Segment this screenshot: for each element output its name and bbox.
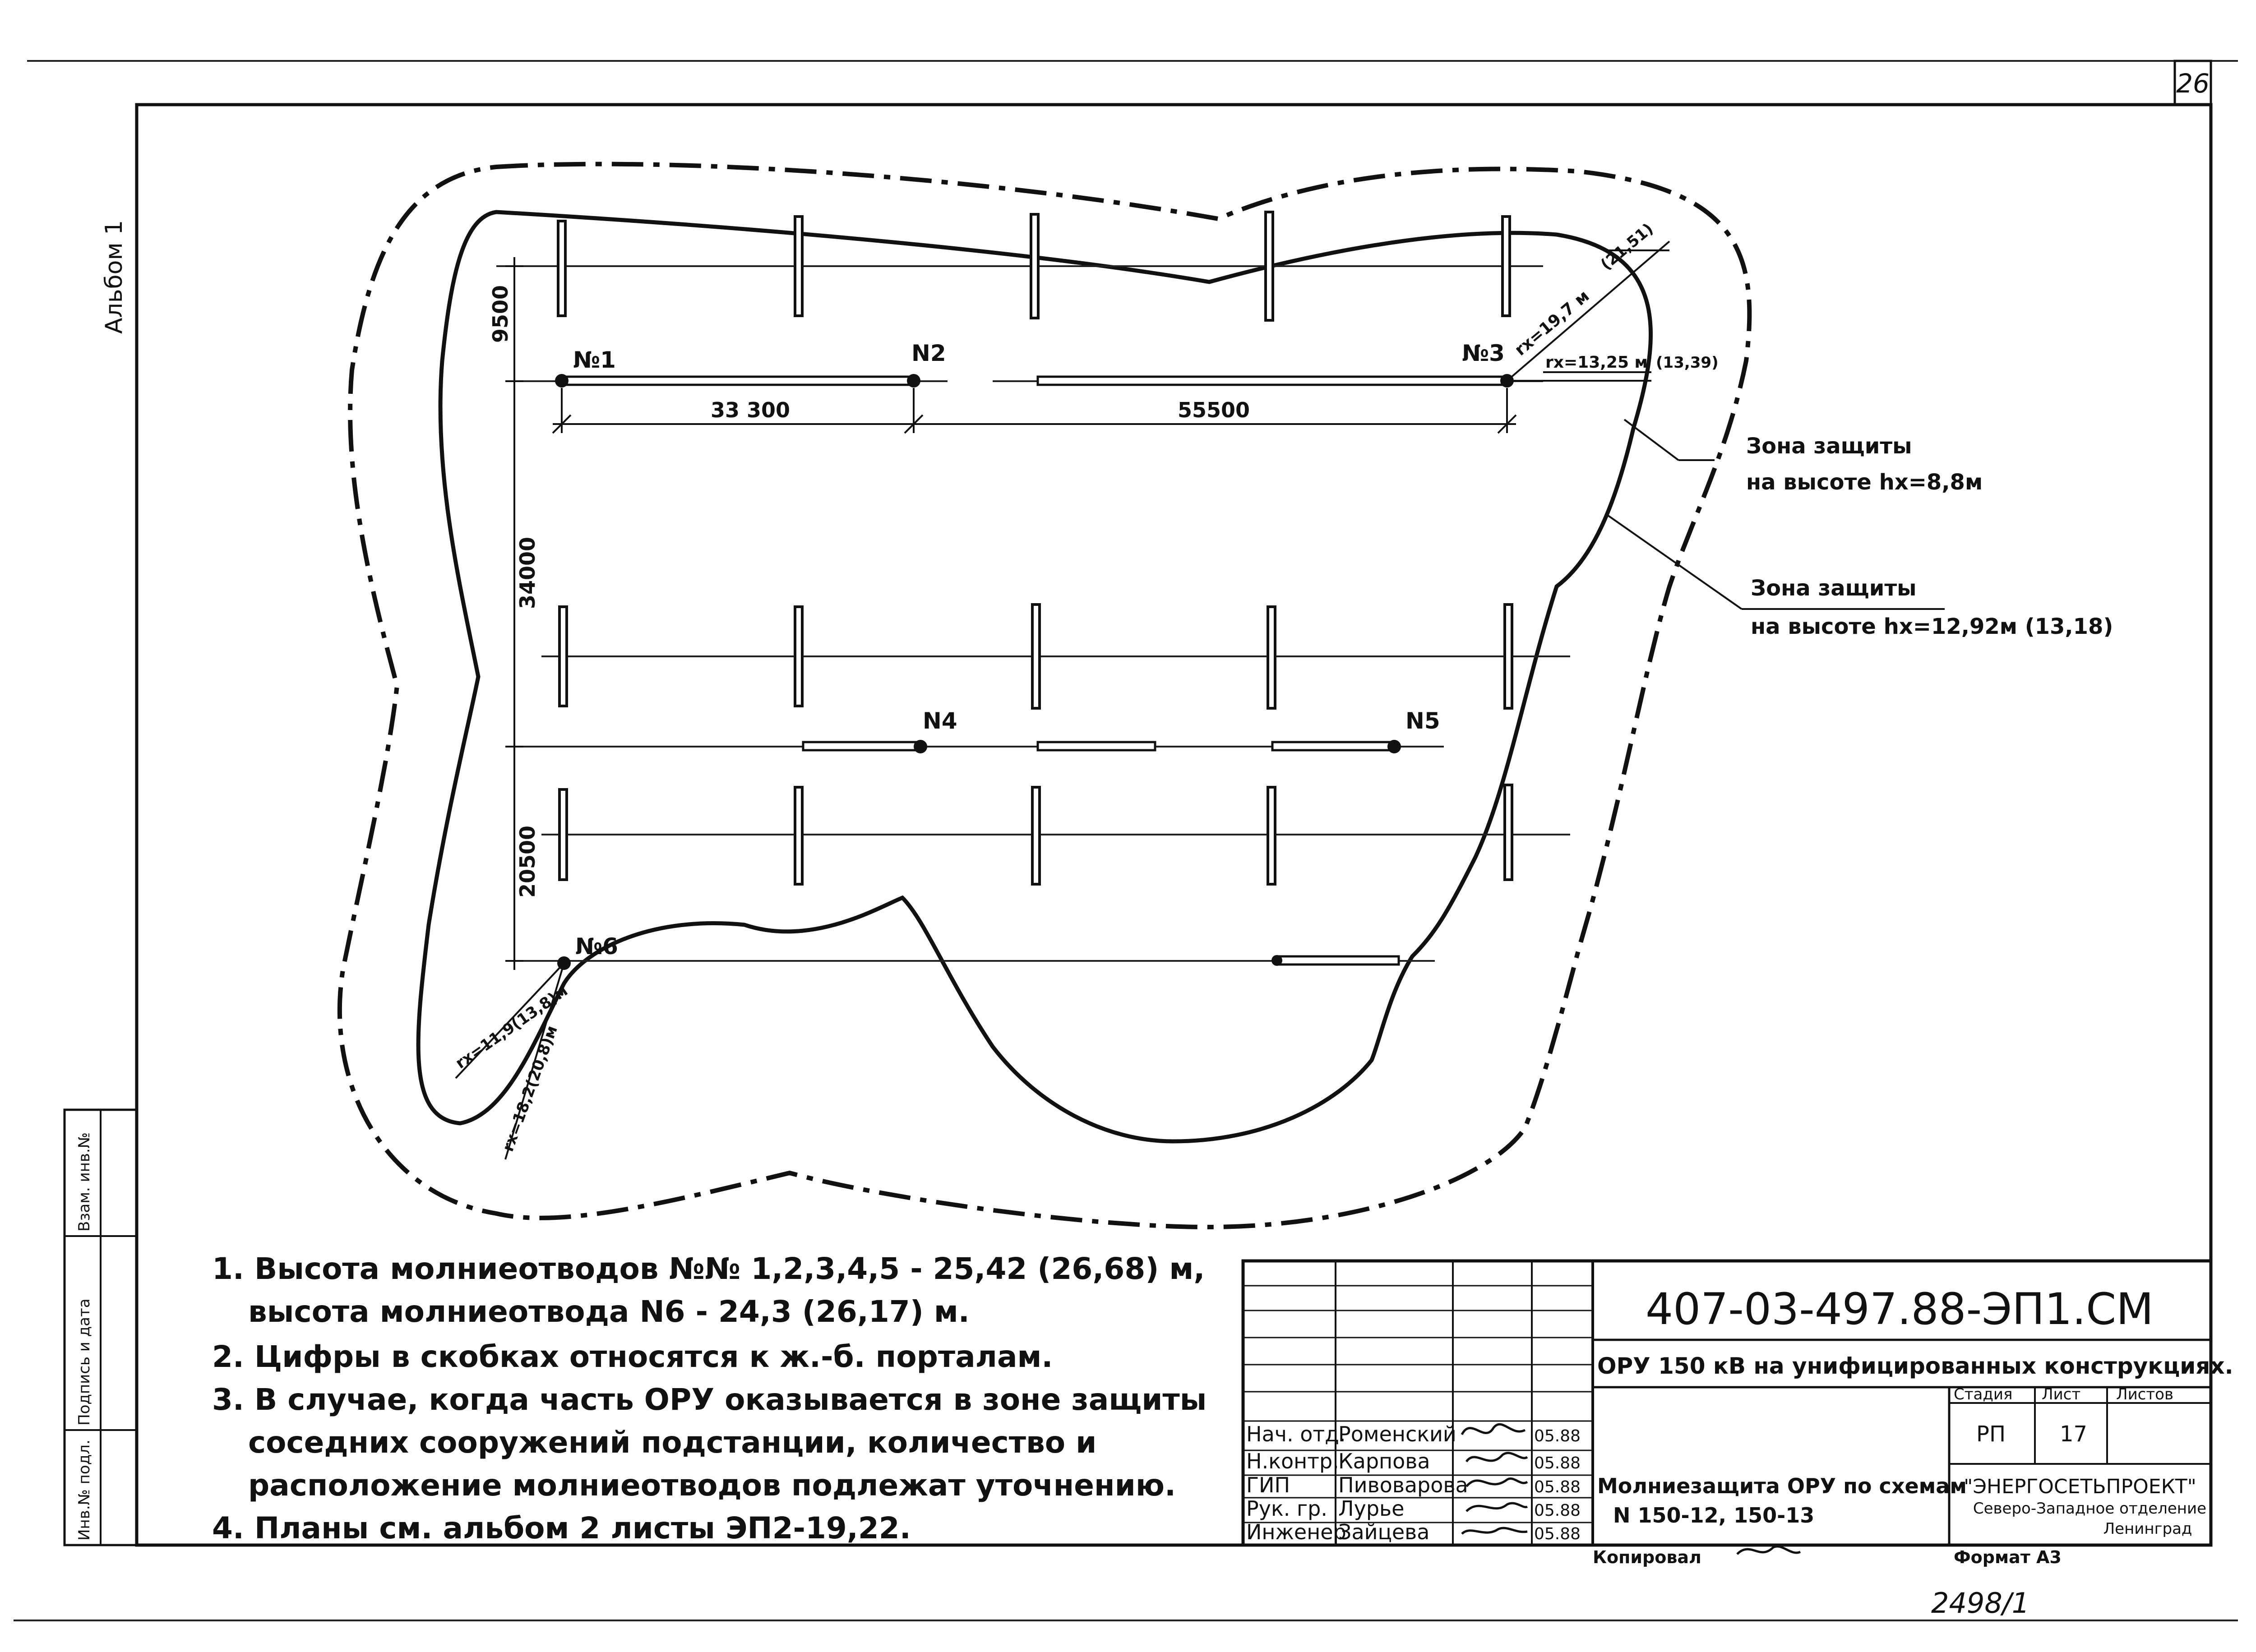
dim-34000: 34000 <box>515 537 540 609</box>
radius-leaders-3 <box>1506 240 1670 382</box>
drawing-title-1: Молниезащита ОРУ по схемам <box>1597 1474 1967 1498</box>
staff-name: Зайцева <box>1338 1520 1430 1544</box>
note-3c: расположение молниеотводов подлежат уточ… <box>248 1468 1176 1503</box>
sheet-header: Лист <box>2042 1385 2080 1403</box>
arrester-4-label: N4 <box>923 708 957 734</box>
dimension-lines <box>505 257 1517 970</box>
arrester-2 <box>907 374 920 388</box>
zone2-height: на высоте hx=12,92м (13,18) <box>1751 614 2113 639</box>
staff-date: 05.88 <box>1534 1525 1581 1543</box>
zone1-title: Зона защиты <box>1746 434 1912 459</box>
arrester-1 <box>555 374 569 388</box>
sheets-header: Листов <box>2116 1385 2173 1403</box>
staff-date: 05.88 <box>1534 1478 1581 1496</box>
zone2-title: Зона защиты <box>1751 576 1917 601</box>
drawing-frame <box>135 103 2213 1547</box>
sheet-value: 17 <box>2060 1421 2087 1447</box>
staff-role: ГИП <box>1246 1473 1290 1497</box>
note-3b: соседних сооружений подстанции, количест… <box>248 1425 1096 1460</box>
radius-rx2-bracket: (13,39) <box>1656 354 1719 372</box>
arrester-4 <box>914 740 927 753</box>
drawing-title-2: N 150-12, 150-13 <box>1613 1503 1814 1527</box>
stamp-replace-label: Взам. инв.№ <box>75 1132 93 1232</box>
stage-value: РП <box>1976 1421 2006 1447</box>
dim-9500: 9500 <box>488 285 513 343</box>
staff-role: Н.контр. <box>1246 1449 1339 1473</box>
side-stamp: Инв.№ подл. Подпись и дата Взам. инв.№ <box>63 1108 138 1546</box>
archive-number: 2498/1 <box>1931 1587 2029 1620</box>
note-4: 4. Планы см. альбом 2 листы ЭП2-19,22. <box>212 1511 911 1546</box>
staff-name: Лурье <box>1338 1496 1404 1521</box>
org-branch: Северо-Западное отделение <box>1973 1500 2206 1518</box>
staff-role: Инженер <box>1246 1520 1346 1544</box>
arrester-5-label: N5 <box>1405 708 1440 734</box>
stamp-inv-label: Инв.№ подл. <box>75 1440 93 1541</box>
sheet-number-box <box>2173 60 2212 106</box>
copied-label: Копировал <box>1593 1547 1701 1567</box>
notes: 1. Высота молниеотводов №№ 1,2,3,4,5 - 2… <box>212 1251 1207 1546</box>
radius-rx1: rx=19,7 м <box>1511 287 1593 360</box>
arrester-5 <box>1387 740 1401 753</box>
object-title: ОРУ 150 кВ на унифицированных конструкци… <box>1597 1353 2233 1379</box>
title-block <box>1241 1259 2213 1547</box>
staff-name: Карпова <box>1338 1449 1430 1473</box>
signatures <box>1461 1423 1801 1555</box>
zone1-height: на высоте hx=8,8м <box>1746 470 1983 495</box>
staff-table: Нач. отд. Роменский 05.88 Н.контр. Карпо… <box>1246 1422 1581 1544</box>
zone2-leader <box>1605 513 1743 610</box>
note-1: 1. Высота молниеотводов №№ 1,2,3,4,5 - 2… <box>212 1251 1205 1286</box>
portal-columns <box>557 211 1513 886</box>
arrester-6-label: №6 <box>575 933 618 960</box>
stamp-sign-label: Подпись и дата <box>75 1298 93 1426</box>
arrester-1-label: №1 <box>573 347 616 373</box>
radius-leaders-6 <box>455 962 565 1160</box>
staff-role: Нач. отд. <box>1246 1422 1346 1446</box>
org-city: Ленинград <box>2103 1520 2192 1538</box>
format-label: Формат А3 <box>1954 1547 2062 1567</box>
staff-name: Роменский <box>1338 1422 1456 1446</box>
arrester-3-label: №3 <box>1462 340 1505 366</box>
dim-55500: 55500 <box>1178 398 1250 422</box>
staff-date: 05.88 <box>1534 1501 1581 1520</box>
staff-name: Пивоварова <box>1338 1473 1468 1497</box>
staff-role: Рук. гр. <box>1246 1496 1327 1521</box>
document-code: 407-03-497.88-ЭП1.СМ <box>1646 1284 2154 1334</box>
staff-date: 05.88 <box>1534 1427 1581 1445</box>
sheet-number: 26 <box>2176 68 2210 99</box>
dim-20500: 20500 <box>515 826 540 898</box>
inner-protection-zone <box>416 210 1653 1144</box>
radius-rx2: rx=13,25 м <box>1545 353 1648 372</box>
album-label: Альбом 1 <box>101 220 128 334</box>
note-3: 3. В случае, когда часть ОРУ оказывается… <box>212 1382 1207 1417</box>
arrester-2-label: N2 <box>911 340 946 366</box>
note-2: 2. Цифры в скобках относятся к ж.-б. пор… <box>212 1339 1053 1374</box>
staff-date: 05.88 <box>1534 1454 1581 1472</box>
org-name: "ЭНЕРГОСЕТЬПРОЕКТ" <box>1964 1475 2196 1498</box>
dim-33300: 33 300 <box>711 398 790 422</box>
note-1b: высота молниеотвода N6 - 24,3 (26,17) м. <box>248 1294 970 1329</box>
stage-header: Стадия <box>1954 1385 2012 1403</box>
